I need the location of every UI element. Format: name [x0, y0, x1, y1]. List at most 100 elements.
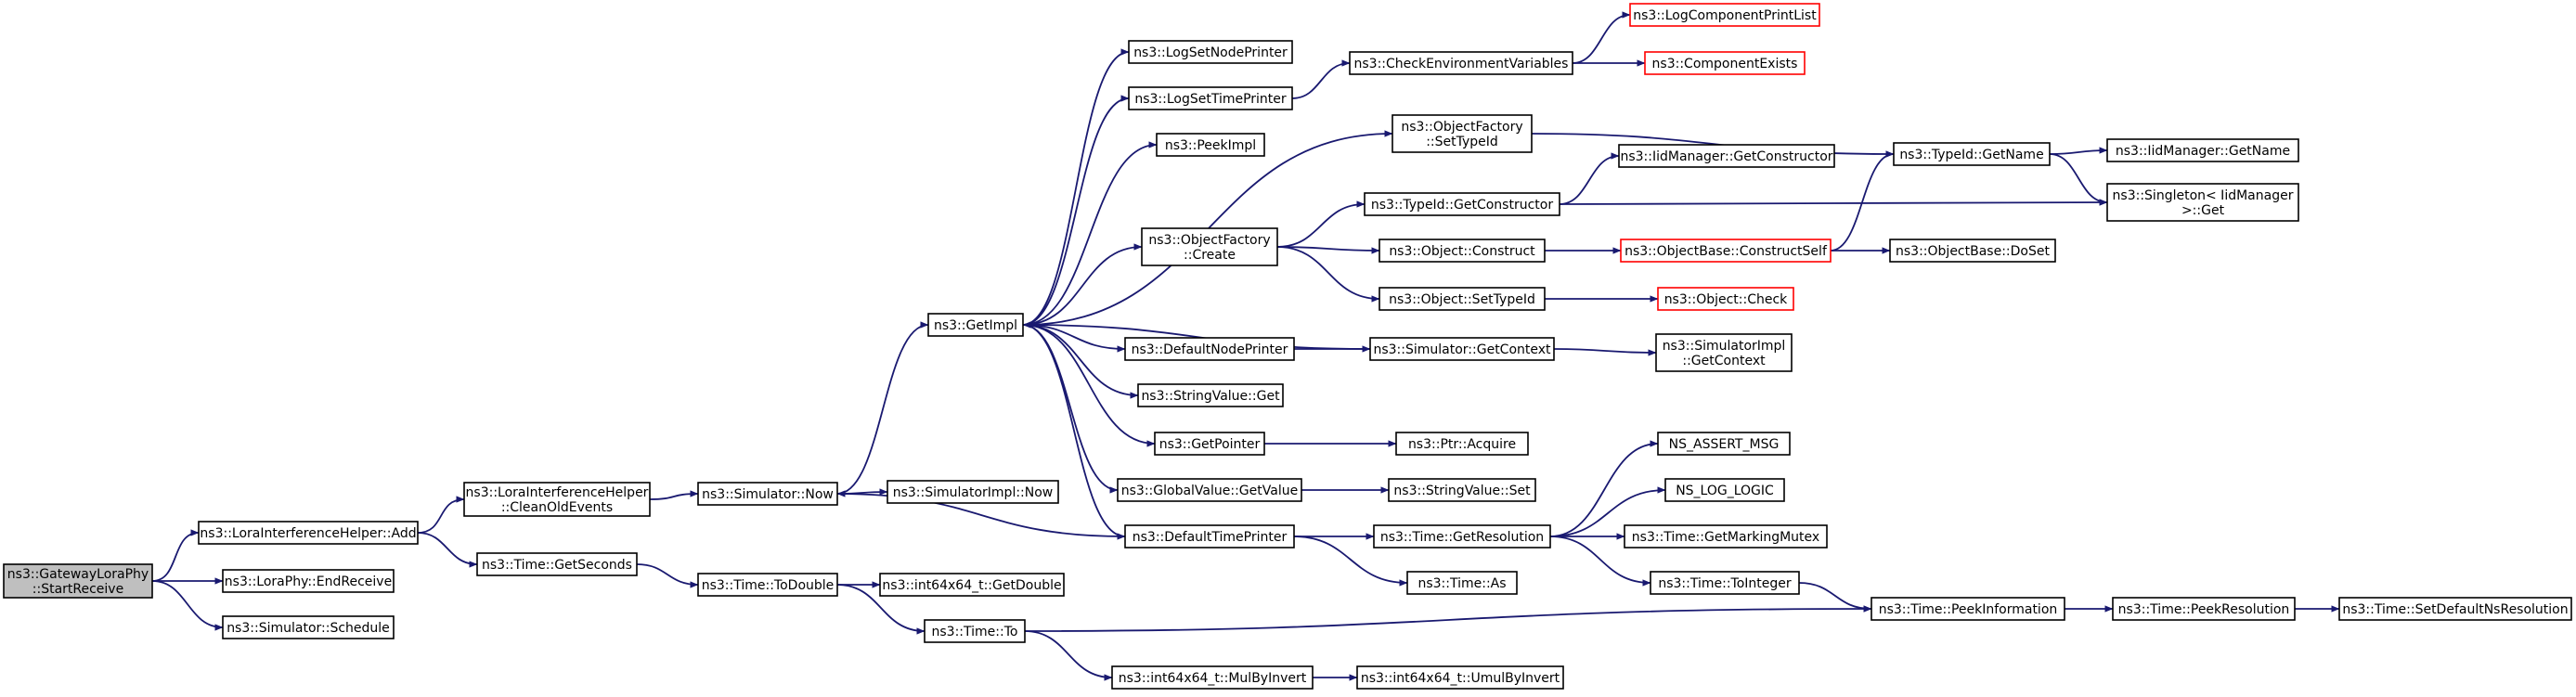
edge-gw-to-sim-sched	[151, 580, 224, 631]
node-logsettime[interactable]: ns3::LogSetTimePrinter	[1128, 86, 1293, 110]
node-ns-assert[interactable]: NS_ASSERT_MSG	[1657, 432, 1791, 456]
node-box	[1655, 333, 1793, 372]
node-sim-sched[interactable]: ns3::Simulator::Schedule	[222, 615, 395, 639]
node-iidmgr-getname[interactable]: ns3::IidManager::GetName	[2106, 138, 2299, 162]
node-int64-umulbyinv[interactable]: ns3::int64x64_t::UmulByInvert	[1356, 665, 1564, 690]
node-strval-get[interactable]: ns3::StringValue::Get	[1137, 383, 1284, 407]
node-lih-add[interactable]: ns3::LoraInterferenceHelper::Add	[198, 521, 419, 545]
node-label: ::SetTypeId	[1426, 135, 1498, 149]
node-label: ns3::GetImpl	[934, 318, 1017, 333]
node-typeid-getname[interactable]: ns3::TypeId::GetName	[1893, 142, 2051, 166]
node-label: ns3::SimulatorImpl	[1663, 339, 1786, 354]
node-box	[1650, 571, 1800, 595]
node-label: ns3::GatewayLoraPhy	[7, 567, 149, 582]
node-typeid-getctor[interactable]: ns3::TypeId::GetConstructor	[1364, 192, 1560, 216]
edge-time-to-to-int64-mulbyinv	[1024, 630, 1113, 681]
node-label: ns3::DefaultNodePrinter	[1132, 342, 1288, 357]
node-time-getsec[interactable]: ns3::Time::GetSeconds	[476, 552, 638, 576]
edge-of-create-to-obj-settypeid	[1276, 246, 1380, 303]
node-iidmgr-getctor[interactable]: ns3::IidManager::GetConstructor	[1618, 144, 1835, 168]
node-box	[1620, 239, 1832, 263]
node-label: ns3::Time::ToInteger	[1658, 576, 1792, 591]
node-box	[476, 552, 638, 576]
node-lp-end[interactable]: ns3::LoraPhy::EndReceive	[222, 569, 395, 593]
node-box	[1128, 86, 1293, 110]
node-getimpl[interactable]: ns3::GetImpl	[927, 313, 1024, 337]
node-time-tointeger[interactable]: ns3::Time::ToInteger	[1650, 571, 1800, 595]
node-int64-getdouble[interactable]: ns3::int64x64_t::GetDouble	[879, 573, 1065, 597]
edge-getimpl-to-of-create	[1022, 243, 1143, 326]
node-int64-mulbyinv[interactable]: ns3::int64x64_t::MulByInvert	[1111, 665, 1314, 690]
node-layer: ns3::GatewayLoraPhy::StartReceive ns3::Lo…	[3, 3, 2572, 690]
node-obj-check[interactable]: ns3::Object::Check	[1657, 287, 1794, 311]
edge-sim-now-to-getimpl	[836, 321, 929, 495]
node-label: ns3::ObjectFactory	[1148, 233, 1270, 248]
node-simimpl-getcontext[interactable]: ns3::SimulatorImpl::GetContext	[1655, 333, 1793, 372]
node-box	[1629, 3, 1820, 27]
node-label: ns3::TypeId::GetName	[1899, 148, 2043, 162]
node-getpointer[interactable]: ns3::GetPointer	[1154, 432, 1265, 456]
edge-objbase-construct-to-typeid-getname	[1830, 150, 1895, 252]
node-ptr-acquire[interactable]: ns3::Ptr::Acquire	[1395, 432, 1529, 456]
node-time-as[interactable]: ns3::Time::As	[1406, 571, 1518, 595]
node-box	[2106, 183, 2299, 222]
node-checkenv[interactable]: ns3::CheckEnvironmentVariables	[1349, 51, 1573, 75]
node-box	[2112, 597, 2296, 621]
node-lih-clean[interactable]: ns3::LoraInterferenceHelper::CleanOldEve…	[463, 482, 651, 517]
node-label: ns3::Object::Check	[1664, 292, 1788, 307]
node-obj-construct[interactable]: ns3::Object::Construct	[1379, 239, 1546, 263]
node-box	[1137, 383, 1284, 407]
node-ns-log-logic[interactable]: NS_LOG_LOGIC	[1664, 478, 1785, 502]
node-time-peekinfo[interactable]: ns3::Time::PeekInformation	[1871, 597, 2065, 621]
node-box	[927, 313, 1024, 337]
node-label: ns3::LoraPhy::EndReceive	[225, 574, 392, 589]
node-defnodeprinter[interactable]: ns3::DefaultNodePrinter	[1124, 337, 1295, 361]
edge-time-to-to-time-peekinfo	[1024, 605, 1872, 632]
node-singleton-get[interactable]: ns3::Singleton< IidManager>::Get	[2106, 183, 2299, 222]
node-gw[interactable]: ns3::GatewayLoraPhy::StartReceive	[3, 563, 153, 599]
node-of-create[interactable]: ns3::ObjectFactory::Create	[1141, 227, 1278, 266]
edge-typeid-getname-to-iidmgr-getname	[2049, 147, 2108, 155]
node-label: ns3::TypeId::GetConstructor	[1371, 198, 1553, 213]
node-peekimpl[interactable]: ns3::PeekImpl	[1156, 133, 1265, 157]
node-box	[1373, 524, 1551, 549]
node-strval-set[interactable]: ns3::StringValue::Set	[1388, 478, 1536, 502]
node-box	[222, 569, 395, 593]
node-time-getmarking[interactable]: ns3::Time::GetMarkingMutex	[1624, 524, 1828, 549]
node-label: ns3::GlobalValue::GetValue	[1121, 484, 1298, 498]
node-simimpl-now[interactable]: ns3::SimulatorImpl::Now	[887, 480, 1059, 504]
node-time-getres[interactable]: ns3::Time::GetResolution	[1373, 524, 1551, 549]
node-box	[3, 563, 153, 599]
node-compexists[interactable]: ns3::ComponentExists	[1644, 51, 1806, 75]
node-gv-getvalue[interactable]: ns3::GlobalValue::GetValue	[1117, 478, 1302, 502]
node-box	[1871, 597, 2065, 621]
node-box	[2338, 597, 2572, 621]
node-box	[879, 573, 1065, 597]
node-obj-settypeid[interactable]: ns3::Object::SetTypeId	[1379, 287, 1546, 311]
edge-gw-to-lih-add	[151, 529, 200, 582]
edge-sim-getcontext-to-getimpl	[1022, 321, 1371, 350]
node-time-to[interactable]: ns3::Time::To	[924, 619, 1026, 643]
node-sim-now[interactable]: ns3::Simulator::Now	[697, 482, 838, 506]
node-time-todouble[interactable]: ns3::Time::ToDouble	[697, 573, 838, 597]
node-logsetnode[interactable]: ns3::LogSetNodePrinter	[1128, 40, 1293, 64]
node-box	[697, 573, 838, 597]
node-label: ::Create	[1184, 248, 1236, 263]
node-objbase-doset[interactable]: ns3::ObjectBase::DoSet	[1889, 239, 2056, 263]
node-label: ns3::CheckEnvironmentVariables	[1354, 57, 1569, 71]
node-label: ns3::LoraInterferenceHelper::Add	[200, 526, 416, 541]
node-sim-getcontext[interactable]: ns3::Simulator::GetContext	[1369, 337, 1555, 361]
node-label: ns3::Time::PeekResolution	[2118, 602, 2290, 617]
node-label: ns3::LogComponentPrintList	[1633, 8, 1817, 23]
node-label: ns3::LoraInterferenceHelper	[466, 485, 649, 500]
node-box	[1349, 51, 1573, 75]
node-time-setdefns[interactable]: ns3::Time::SetDefaultNsResolution	[2338, 597, 2572, 621]
node-label: ns3::DefaultTimePrinter	[1133, 530, 1288, 545]
node-label: ns3::int64x64_t::MulByInvert	[1119, 671, 1307, 686]
node-of-settypeid[interactable]: ns3::ObjectFactory::SetTypeId	[1392, 114, 1533, 153]
node-logcompprint[interactable]: ns3::LogComponentPrintList	[1629, 3, 1820, 27]
node-time-peekres[interactable]: ns3::Time::PeekResolution	[2112, 597, 2296, 621]
node-deftimeprinter[interactable]: ns3::DefaultTimePrinter	[1124, 524, 1295, 549]
node-objbase-construct[interactable]: ns3::ObjectBase::ConstructSelf	[1620, 239, 1832, 263]
node-box	[1395, 432, 1529, 456]
